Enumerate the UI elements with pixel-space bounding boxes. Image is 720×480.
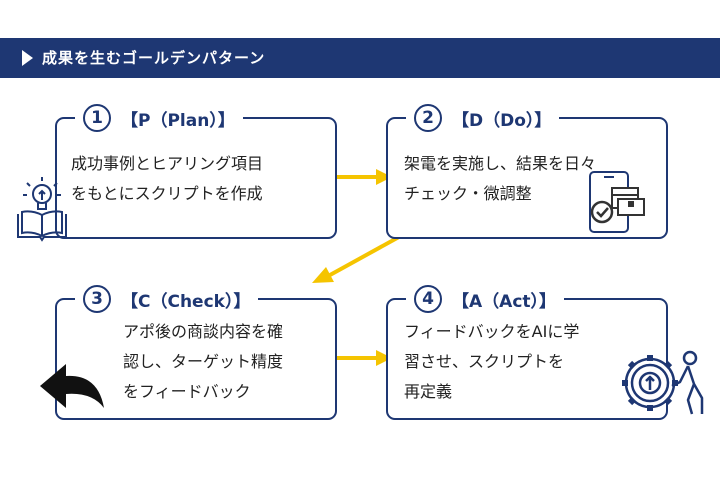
section-header: 成果を生むゴールデンパターン [0,38,720,78]
step-title: 【P（Plan）】 [121,110,235,131]
step-card-plan: 1 【P（Plan）】 成功事例とヒアリング項目 をもとにスクリプトを作成 [55,101,337,239]
description-line: アポ後の商談内容を確 [123,322,284,341]
description-line: 成功事例とヒアリング項目 [71,154,264,173]
description-line: 再定義 [404,382,453,401]
step-number-badge: 3 [83,285,111,313]
step-description: 成功事例とヒアリング項目 をもとにスクリプトを作成 [71,149,263,209]
step-description: アポ後の商談内容を確 認し、ターゲット精度 をフィードバック [123,317,283,407]
section-title: 成果を生むゴールデンパターン [42,49,266,67]
header-play-icon [22,50,33,66]
step-header: 3 【C（Check）】 [75,282,259,316]
step-header: 2 【D（Do）】 [406,101,560,135]
step-card-act: 4 【A（Act）】 フィードバックをAIに学 習させ、スクリプトを 再定義 [386,282,668,420]
arrow-check-to-act [335,350,392,366]
description-line: をフィードバック [123,382,251,401]
step-number-badge: 2 [414,104,442,132]
step-title: 【A（Act）】 [452,291,557,312]
description-line: フィードバックをAIに学 [404,322,580,341]
step-header: 1 【P（Plan）】 [75,101,243,135]
description-line: 認し、ターゲット精度 [123,352,284,371]
step-title: 【C（Check）】 [121,291,251,312]
checked-boxes-tablet-icon [589,171,645,233]
arrow-do-to-check [312,230,409,283]
step-description: 架電を実施し、結果を日々 チェック・微調整 [404,149,596,209]
step-number-badge: 4 [414,285,442,313]
curved-back-arrow-icon [40,364,104,408]
person-pushing-gear-icon [622,350,704,415]
step-header: 4 【A（Act）】 [406,282,565,316]
arrow-plan-to-do [335,169,392,185]
step-card-check: 3 【C（Check）】 アポ後の商談内容を確 認し、ターゲット精度 をフィード… [55,282,337,420]
description-line: 習させ、スクリプトを [404,352,565,371]
step-title: 【D（Do）】 [452,110,552,131]
description-line: をもとにスクリプトを作成 [71,184,263,203]
lightbulb-book-icon [17,177,67,242]
step-number-badge: 1 [83,104,111,132]
step-description: フィードバックをAIに学 習させ、スクリプトを 再定義 [404,317,579,407]
description-line: チェック・微調整 [404,184,532,203]
description-line: 架電を実施し、結果を日々 [404,154,597,173]
